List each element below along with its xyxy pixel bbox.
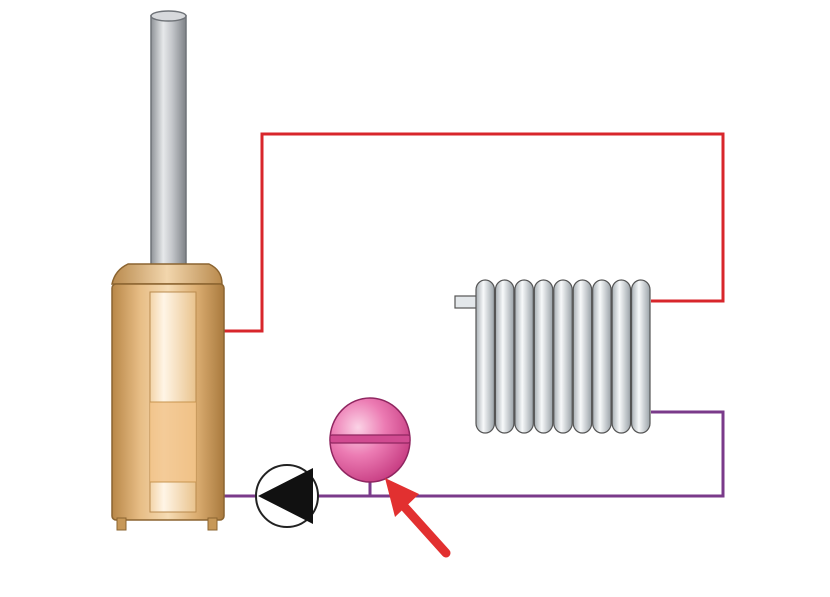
radiator-section (475, 279, 496, 434)
boiler-foot-left (116, 517, 127, 531)
pump-icon (255, 464, 319, 528)
flue-pipe-icon (150, 10, 187, 267)
radiator-section (630, 279, 651, 434)
radiator-section (611, 279, 632, 434)
arrow-icon (385, 478, 451, 558)
radiator-valve (454, 295, 478, 309)
return-pipe (224, 410, 725, 498)
boiler-icon (111, 263, 225, 531)
radiator-section (494, 279, 515, 434)
expansion-tank-icon (329, 397, 411, 483)
radiator-section (592, 279, 612, 434)
supply-pipe (224, 132, 725, 333)
radiator-icon (454, 279, 651, 434)
radiator-section (533, 279, 554, 434)
radiator-section (514, 279, 534, 434)
boiler-foot-right (207, 517, 218, 531)
radiator-section (572, 279, 593, 434)
radiator-section (553, 279, 573, 434)
